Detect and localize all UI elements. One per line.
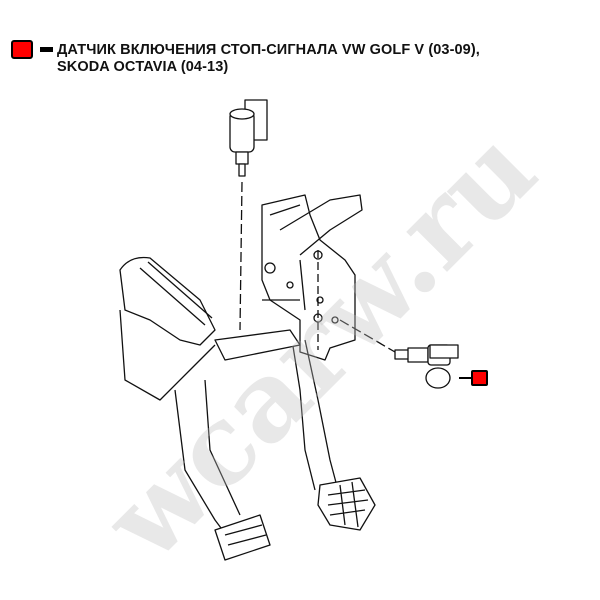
part-title-line-1: ДАТЧИК ВКЛЮЧЕНИЯ СТОП-СИГНАЛА VW GOLF V … [57, 42, 480, 58]
part-title-line-2: SKODA OCTAVIA (04-13) [57, 59, 229, 75]
part-marker[interactable] [471, 370, 488, 386]
legend-color-swatch [11, 40, 33, 59]
pedal-bracket [261, 194, 363, 361]
legend-dash [40, 47, 53, 52]
part-marker-leader [459, 377, 471, 379]
part-title: ДАТЧИК ВКЛЮЧЕНИЯ СТОП-СИГНАЛА VW GOLF V … [57, 42, 480, 76]
left-pedal [119, 256, 271, 561]
brake-pedal [214, 329, 376, 531]
top-switch-part [229, 99, 268, 331]
brake-light-switch-part [339, 319, 459, 389]
